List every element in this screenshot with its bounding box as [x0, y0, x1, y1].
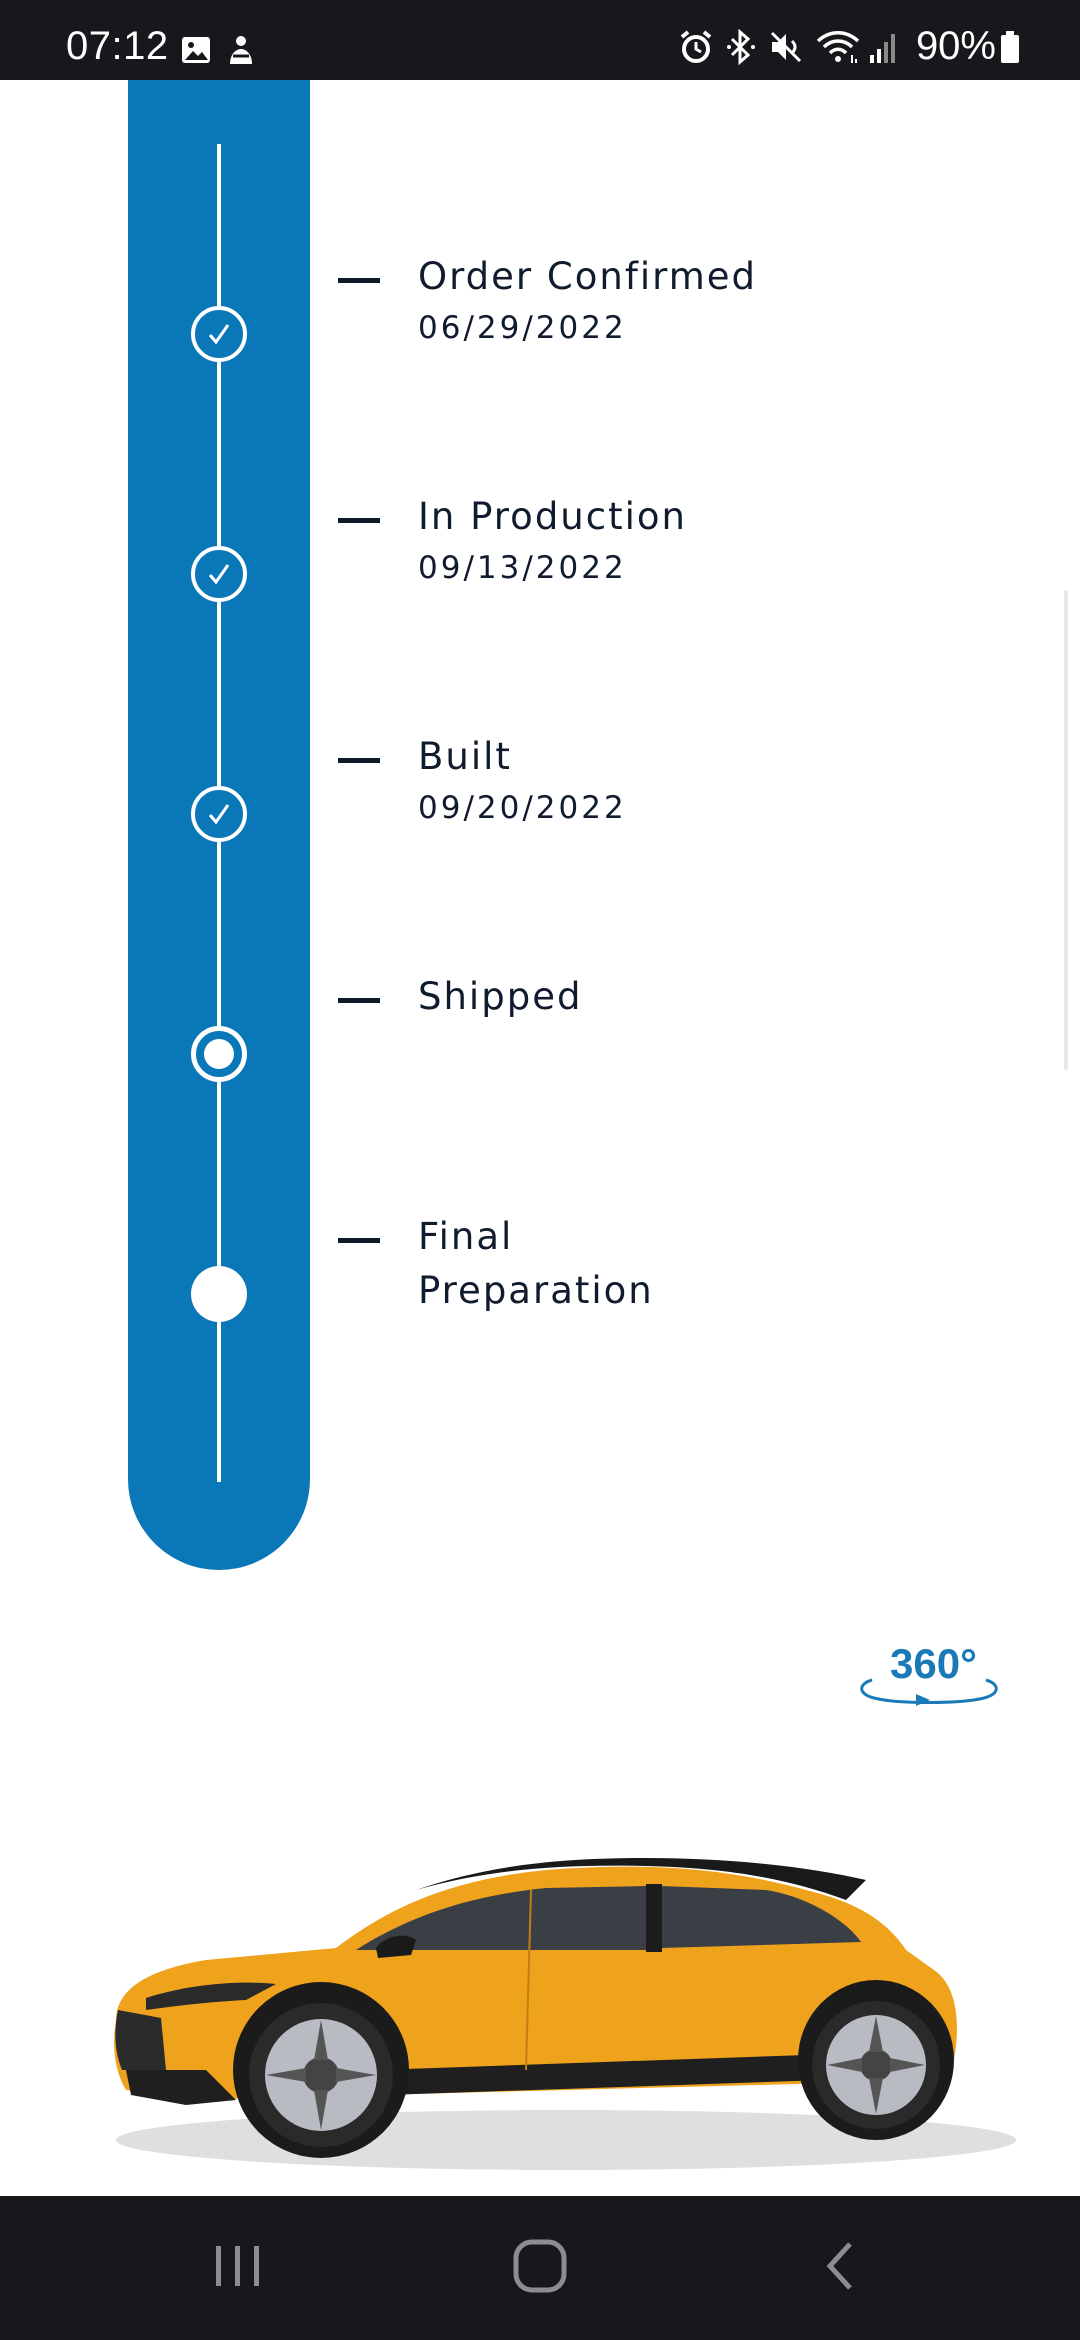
battery-percent: 90%: [915, 24, 996, 68]
step-title: Final Preparation: [418, 1215, 654, 1312]
step-node-final-preparation: [191, 1266, 247, 1322]
check-icon: [208, 324, 230, 345]
step-dash: [338, 1238, 380, 1243]
rotate-360-icon: [860, 1678, 998, 1706]
view-360-label: 360°: [890, 1640, 977, 1687]
step-title: In Production: [418, 495, 687, 538]
battery-icon: [1001, 30, 1019, 63]
timeline-track: [128, 80, 310, 1570]
mute-icon: [770, 31, 801, 62]
step-title: Shipped: [418, 975, 583, 1018]
order-tracker-content: Order Confirmed 06/29/2022 In Production…: [6, 80, 1072, 2196]
step-dash: [338, 758, 380, 763]
step-node-built: [191, 786, 247, 842]
recent-apps-icon[interactable]: [208, 2236, 268, 2296]
step-node-order-confirmed: [191, 306, 247, 362]
person-icon: [230, 36, 252, 64]
check-icon: [208, 804, 230, 825]
step-node-shipped: [191, 1026, 247, 1082]
signal-icon: [869, 33, 895, 63]
step-dash: [338, 518, 380, 523]
check-icon: [208, 564, 230, 585]
step-date: 09/20/2022: [418, 790, 627, 826]
step-dash: [338, 998, 380, 1003]
navigation-bar: [0, 2196, 1080, 2340]
image-icon: [182, 37, 210, 63]
step-date: 06/29/2022: [418, 310, 627, 346]
step-title: Built: [418, 735, 512, 778]
step-node-in-production: [191, 546, 247, 602]
scrollbar[interactable]: [1064, 590, 1068, 1070]
view-360-button[interactable]: 360°: [854, 1640, 1004, 1720]
step-dash: [338, 278, 380, 283]
alarm-icon: [680, 29, 712, 63]
status-time: 07:12: [66, 24, 169, 68]
status-bar: 07:12: [0, 0, 1080, 80]
step-title: Order Confirmed: [418, 255, 757, 298]
back-icon[interactable]: [812, 2236, 872, 2296]
status-right: 90%: [678, 24, 1020, 69]
wifi-icon: [816, 30, 860, 63]
vehicle-image: [114, 1858, 1016, 2170]
step-date: 09/13/2022: [418, 550, 627, 586]
bluetooth-icon: [726, 28, 755, 65]
home-icon[interactable]: [510, 2236, 570, 2296]
